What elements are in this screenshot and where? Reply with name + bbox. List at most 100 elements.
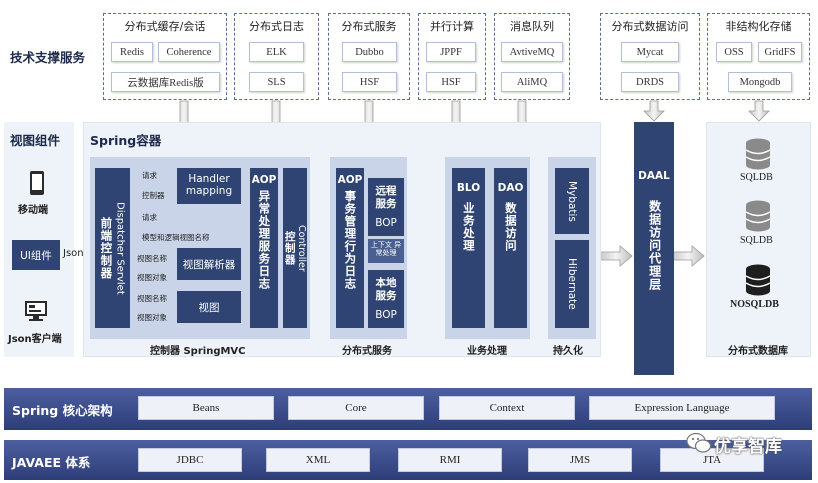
mybatis-label: Mybatis: [566, 180, 578, 222]
pill-gridfs: GridFS: [758, 42, 802, 62]
javaee-xml: XML: [266, 448, 370, 472]
group-cache: 分布式缓存/会话 Redis Coherence 云数据库Redis版: [103, 13, 227, 100]
spring-title: Spring容器: [90, 133, 162, 148]
javaee-jdbc: JDBC: [138, 448, 242, 472]
javaee-jta: JTA: [660, 448, 764, 472]
pill-alimq: AliMQ: [501, 72, 563, 92]
ui-component-box: UI组件: [12, 240, 60, 270]
json-client-label: Json客户端: [8, 334, 62, 345]
vname-label-2: 视图名称: [137, 294, 167, 303]
daal-box: DAAL 数据访问代理层: [634, 122, 674, 375]
pill-sls: SLS: [249, 72, 304, 92]
req-label-1: 请求: [142, 171, 157, 180]
group-parallel-title: 并行计算: [430, 20, 474, 33]
javaee-jms: JMS: [528, 448, 632, 472]
group-log: 分布式日志 ELK SLS: [234, 13, 319, 100]
group-data-access: 分布式数据访问 Mycat DRDS: [600, 13, 700, 100]
mobile-icon: [30, 171, 44, 195]
blo-box: BLO 业务处理: [452, 168, 485, 328]
req-label-2: 请求: [142, 213, 157, 222]
pill-oss: OSS: [716, 42, 752, 62]
remote-service-box: 远程服务 BOP: [368, 178, 404, 236]
vobj-label-2: 视图对象: [137, 313, 167, 322]
handler-mapping-box: Handler mapping: [177, 168, 241, 204]
javaee-title: JAVAEE 体系: [12, 455, 91, 470]
sqldb-icon-1: [745, 138, 771, 170]
desktop-icon: [25, 301, 47, 321]
ctrl-label-1: 控制器: [142, 191, 165, 200]
dispatcher-cn: 前端控制器: [99, 216, 114, 280]
group-data-access-title: 分布式数据访问: [611, 20, 689, 33]
group-service-title: 分布式服务: [341, 20, 397, 33]
sqldb-label-2: SQLDB: [740, 235, 773, 246]
mobile-label: 移动端: [18, 205, 48, 216]
dist-caption: 分布式服务: [342, 346, 392, 357]
nosqldb-label: NOSQLDB: [730, 299, 779, 310]
hibernate-label: Hibernate: [566, 258, 578, 310]
biz-caption: 业务处理: [467, 346, 507, 357]
view-resolver-box: 视图解析器: [177, 248, 241, 280]
json-label: Json: [63, 248, 84, 259]
pill-hsf-parallel: HSF: [426, 72, 476, 92]
view-box: 视图: [177, 291, 241, 323]
context-proc-box: 上下文 异常处理: [368, 239, 404, 263]
local-service-box: 本地服务 BOP: [368, 270, 404, 328]
group-storage-title: 非结构化存储: [725, 20, 792, 33]
core-beans: Beans: [138, 396, 274, 420]
pill-mongodb: Mongodb: [728, 72, 792, 92]
bop2-label: BOP: [375, 308, 397, 321]
pill-mycat: Mycat: [621, 42, 679, 62]
arrow-down-storage: [748, 100, 770, 122]
pill-redis-cloud: 云数据库Redis版: [111, 72, 220, 92]
pill-jppf: JPPF: [426, 42, 476, 62]
aop2-text: 事务管理行为日志: [343, 190, 358, 290]
core-core: Core: [288, 396, 424, 420]
model-view-label: 模型和逻辑视图名称: [142, 233, 210, 242]
daal-title: DAAL: [638, 170, 670, 182]
mybatis-box: Mybatis: [555, 168, 589, 234]
dao-text: 数据访问: [503, 202, 518, 252]
bop1-label: BOP: [375, 216, 397, 229]
watermark-text: 优享智库: [714, 437, 782, 457]
group-parallel: 并行计算 JPPF HSF: [418, 13, 486, 100]
aop2-label: AOP: [337, 174, 363, 186]
hibernate-box: Hibernate: [555, 240, 589, 328]
core-context: Context: [439, 396, 575, 420]
spring-core-title: Spring 核心架构: [12, 403, 113, 418]
aop1-text: 异常处理服务日志: [257, 190, 272, 290]
pill-drds: DRDS: [621, 72, 679, 92]
pill-redis: Redis: [111, 42, 153, 62]
group-mq-title: 消息队列: [510, 20, 554, 33]
vname-label-1: 视图名称: [137, 254, 167, 263]
pill-dubbo: Dubbo: [342, 42, 397, 62]
dao-box: DAO 数据访问: [494, 168, 527, 328]
arrow-right-5: [671, 245, 705, 267]
wechat-icon: [686, 432, 712, 453]
pill-activemq: AvtiveMQ: [501, 42, 563, 62]
controller-cn: 控制器: [283, 230, 296, 266]
pill-hsf: HSF: [342, 72, 397, 92]
arrow-down-data: [643, 100, 665, 122]
pill-coherence: Coherence: [158, 42, 220, 62]
vobj-label-1: 视图对象: [137, 273, 167, 282]
group-cache-title: 分布式缓存/会话: [124, 20, 206, 33]
controller-box: 控制器 Controller: [283, 168, 307, 328]
dispatcher-en: Dispatcher Servlet: [114, 201, 126, 295]
remote-service-label: 远程服务: [375, 185, 397, 210]
pill-elk: ELK: [249, 42, 304, 62]
blo-label: BLO: [456, 182, 481, 194]
local-service-label: 本地服务: [375, 277, 397, 302]
aop2-box: AOP 事务管理行为日志: [336, 168, 364, 328]
group-service: 分布式服务 Dubbo HSF: [328, 13, 410, 100]
group-mq: 消息队列 AvtiveMQ AliMQ: [494, 13, 570, 100]
core-expression: Expression Language: [589, 396, 775, 420]
nosqldb-icon: [745, 264, 771, 296]
persist-caption: 持久化: [553, 346, 583, 357]
db-caption: 分布式数据库: [728, 346, 788, 357]
arrow-right-4: [599, 245, 633, 267]
mvc-caption: 控制器 SpringMVC: [150, 346, 246, 357]
view-components-title: 视图组件: [10, 133, 61, 148]
sqldb-label-1: SQLDB: [740, 172, 773, 183]
sqldb-icon-2: [745, 200, 771, 232]
dispatcher-box: 前端控制器 Dispatcher Servlet: [95, 168, 130, 328]
